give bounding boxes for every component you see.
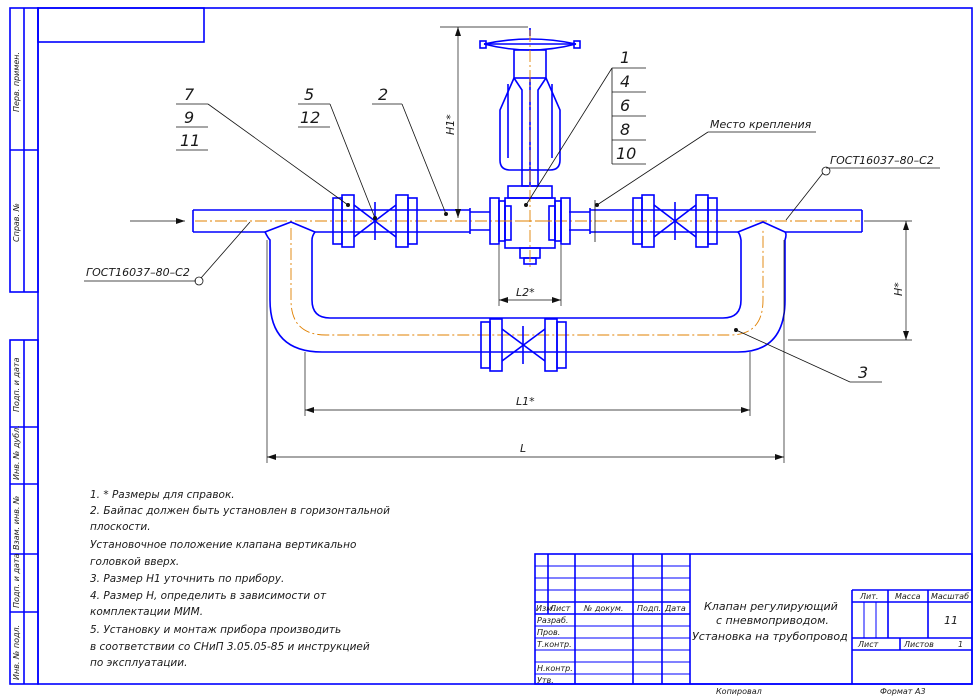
title-line-3: Установка на трубопровод (692, 630, 848, 643)
footer: Копировал Формат А3 (716, 687, 926, 696)
title-line-2: с пневмоприводом. (716, 614, 829, 627)
note-line: 4. Размер Н, определить в зависимости от (90, 590, 327, 602)
role-tkontr: Т.контр. (537, 640, 572, 649)
callout-4: 4 (620, 72, 630, 91)
mount-label: Место крепления (710, 118, 812, 131)
callout-10: 10 (616, 144, 636, 163)
stamp-inv-podl: Инв. № подл. (12, 625, 21, 680)
note-line: головкой вверх. (90, 556, 179, 568)
gate-valve-left (332, 194, 418, 248)
gate-valve-bypass (480, 318, 567, 372)
callout-8: 8 (620, 120, 630, 139)
callout-1: 1 (620, 48, 630, 67)
title-line-1: Клапан регулирующий (704, 600, 838, 613)
gost-label-left: ГОСТ16037–80–С2 (86, 266, 190, 279)
callout-5: 5 (304, 85, 314, 104)
dim-h: H* (892, 282, 905, 296)
dim-h1: H1* (444, 114, 457, 135)
role-razrab: Разраб. (537, 616, 568, 625)
pipeline (130, 200, 863, 353)
format-label: Формат А3 (880, 687, 926, 696)
note-line: 3. Размер Н1 уточнить по прибору. (90, 573, 284, 585)
note-line: плоскости. (90, 521, 151, 533)
mass-header: Масса (895, 592, 921, 601)
col-doc: № докум. (583, 604, 623, 613)
lit-header: Лит. (859, 592, 878, 601)
callout-3: 3 (858, 363, 868, 382)
note-line: комплектации МИМ. (90, 606, 203, 618)
dim-l: L (520, 442, 526, 455)
role-prov: Пров. (537, 628, 560, 637)
copied-label: Копировал (716, 687, 762, 696)
notes-block: 1. * Размеры для справок. 2. Байпас долж… (90, 489, 390, 669)
sheets-value: 1 (958, 640, 963, 649)
gost-label-right: ГОСТ16037–80–С2 (830, 154, 934, 167)
scale-value: 11 (944, 614, 958, 627)
note-line: Установочное положение клапана вертикаль… (90, 539, 356, 551)
col-izm: Изм. (536, 604, 555, 613)
stamp-podp-data-1: Подп. и дата (12, 357, 21, 412)
scale-header: Масштаб (931, 592, 969, 601)
col-date: Дата (664, 604, 686, 613)
callout-9: 9 (184, 108, 194, 127)
note-line: 2. Байпас должен быть установлен в гориз… (90, 505, 390, 517)
note-line: по эксплуатации. (90, 657, 187, 669)
role-nkontr: Н.контр. (537, 664, 573, 673)
note-line: 1. * Размеры для справок. (90, 489, 235, 501)
col-podp: Подп. (637, 604, 661, 613)
stamp-podp-data-2: Подп. и дата (12, 553, 21, 608)
dim-l2: L2* (516, 286, 535, 299)
note-line: в соответствии со СНиП 3.05.05-85 и инст… (90, 641, 370, 653)
stamp-inv-dubl: Инв. № дубл. (12, 425, 21, 480)
stamp-perv-primen: Перв. примен. (12, 52, 21, 112)
dim-l1: L1* (516, 395, 535, 408)
control-valve (479, 28, 581, 268)
sheet-frame (9, 7, 973, 685)
col-list: Лист (549, 604, 571, 613)
sheets-label: Листов (903, 640, 934, 649)
callouts: 7 9 11 5 12 2 1 4 6 8 10 3 (84, 48, 940, 383)
stamp-vzam-inv: Взам. инв. № (12, 496, 21, 550)
stamp-sprav: Справ. № (12, 203, 21, 242)
callout-2: 2 (378, 85, 388, 104)
side-stamps: Перв. примен. Справ. № Подп. и дата Инв.… (12, 52, 21, 680)
callout-7: 7 (184, 85, 195, 104)
role-utv: Утв. (537, 676, 554, 685)
dimensions: H1* H* L2* L1* L (266, 26, 912, 463)
note-line: 5. Установку и монтаж прибора производит… (90, 624, 341, 636)
gate-valve-right (632, 194, 718, 248)
callout-11: 11 (180, 131, 200, 150)
callout-12: 12 (300, 108, 320, 127)
title-block: Изм. Лист № докум. Подп. Дата Разраб. Пр… (534, 553, 973, 685)
callout-6: 6 (620, 96, 630, 115)
sheet-label: Лист (857, 640, 879, 649)
